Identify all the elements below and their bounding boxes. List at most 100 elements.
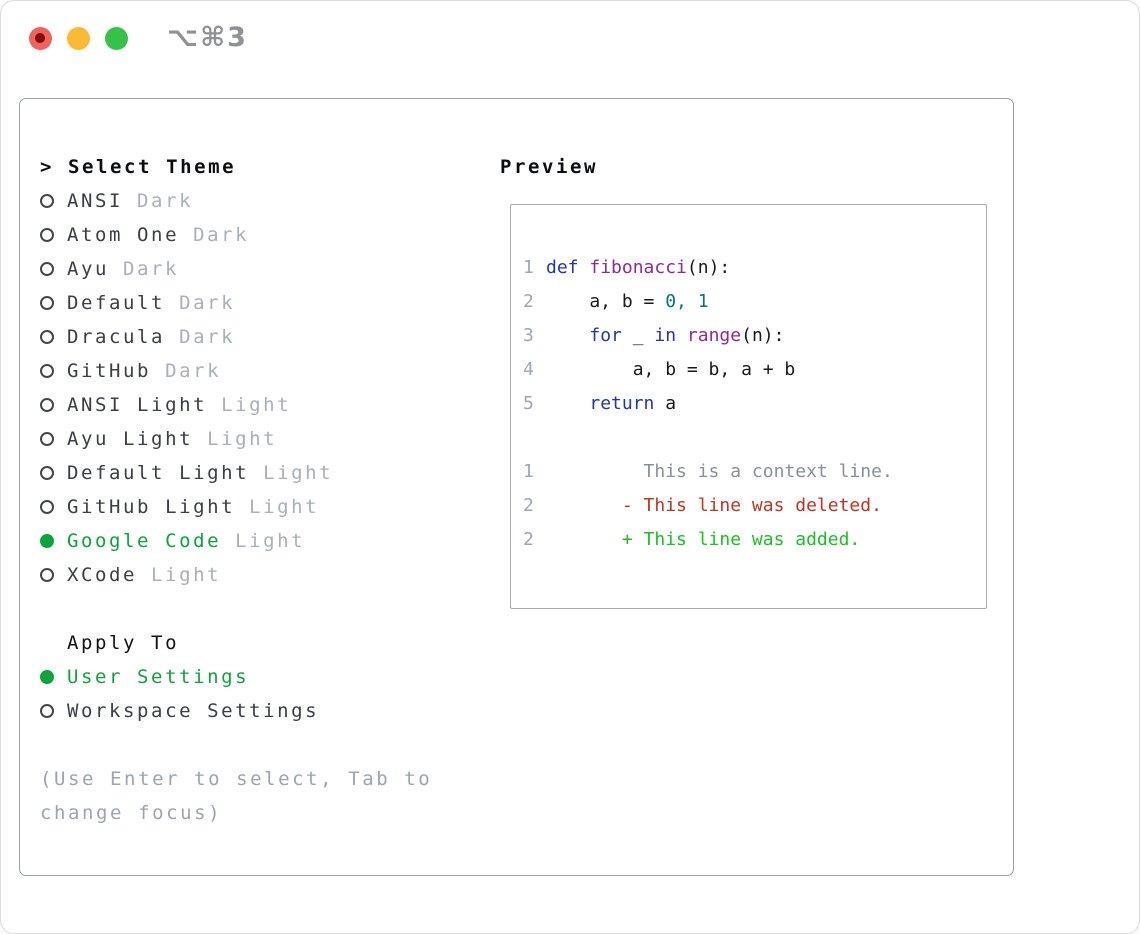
theme-name: Default Light xyxy=(67,462,250,484)
keyboard-shortcut-label: ⌥⌘3 xyxy=(167,22,248,53)
code-line: 5 return a xyxy=(523,387,986,421)
radio-selected-icon xyxy=(40,670,54,684)
radio-icon xyxy=(40,500,54,514)
radio-selected-icon xyxy=(40,534,54,548)
code-token: - This line was deleted. xyxy=(546,495,882,516)
theme-variant: Light xyxy=(207,428,278,450)
close-button[interactable] xyxy=(29,27,52,50)
zoom-button[interactable] xyxy=(105,27,128,50)
spacer xyxy=(40,592,490,626)
select-theme-heading: > Select Theme xyxy=(40,156,237,178)
apply-option-user-settings[interactable]: User Settings xyxy=(40,660,490,694)
code-token xyxy=(676,325,687,346)
radio-icon xyxy=(40,704,54,718)
theme-name: GitHub xyxy=(67,360,152,382)
diff-line: 2 - This line was deleted. xyxy=(523,489,986,523)
code-token: _ xyxy=(621,325,655,346)
hint-text-line1: (Use Enter to select, Tab to xyxy=(40,768,433,790)
code-token: + This line was added. xyxy=(546,529,861,550)
theme-variant: Dark xyxy=(179,326,236,348)
theme-name: Atom One xyxy=(67,224,180,246)
theme-name: Ayu xyxy=(67,258,110,280)
theme-option-google-code[interactable]: Google Code Light xyxy=(40,524,490,558)
code-token xyxy=(546,325,589,346)
spacer xyxy=(40,728,490,762)
theme-variant: Light xyxy=(151,564,222,586)
diff-line: 2 + This line was added. xyxy=(523,523,986,557)
code-token: (n): xyxy=(741,325,785,346)
theme-option-xcode[interactable]: XCode Light xyxy=(40,558,490,592)
radio-icon xyxy=(40,262,54,276)
line-number: 2 xyxy=(523,529,534,550)
line-number: 1 xyxy=(523,257,534,278)
diff-line: 1 This is a context line. xyxy=(523,455,986,489)
theme-option-github[interactable]: GitHub Dark xyxy=(40,354,490,388)
radio-icon xyxy=(40,398,54,412)
theme-option-default[interactable]: Default Dark xyxy=(40,286,490,320)
line-number: 2 xyxy=(523,495,534,516)
line-number: 2 xyxy=(523,291,534,312)
theme-variant: Dark xyxy=(123,258,180,280)
radio-icon xyxy=(40,296,54,310)
code-token: This is a context line. xyxy=(546,461,893,482)
theme-name: Ayu Light xyxy=(67,428,194,450)
code-token: fibonacci xyxy=(589,257,687,278)
theme-variant: Dark xyxy=(179,292,236,314)
code-line: 3 for _ in range(n): xyxy=(523,319,986,353)
theme-option-ansi-light[interactable]: ANSI Light Light xyxy=(40,388,490,422)
diff-preview: 1 This is a context line.2 - This line w… xyxy=(523,455,986,557)
theme-variant: Light xyxy=(221,394,292,416)
code-line: 2 a, b = 0, 1 xyxy=(523,285,986,319)
theme-option-ansi[interactable]: ANSI Dark xyxy=(40,184,490,218)
line-number: 1 xyxy=(523,461,534,482)
radio-icon xyxy=(40,466,54,480)
titlebar: ⌥⌘3 xyxy=(1,1,1139,77)
code-token: return xyxy=(589,393,655,414)
theme-variant: Dark xyxy=(137,190,194,212)
apply-option-workspace-settings[interactable]: Workspace Settings xyxy=(40,694,490,728)
close-dot-icon xyxy=(35,33,45,43)
line-number: 4 xyxy=(523,359,534,380)
hint-text-line2: change focus) xyxy=(40,802,223,824)
theme-name: GitHub Light xyxy=(67,496,236,518)
code-token: (n): xyxy=(686,257,731,278)
code-token: in xyxy=(654,325,677,346)
code-line: 1 def fibonacci(n): xyxy=(523,251,986,285)
theme-variant: Light xyxy=(235,530,306,552)
code-token: 0, 1 xyxy=(665,291,709,312)
theme-name: Default xyxy=(67,292,166,314)
radio-icon xyxy=(40,330,54,344)
apply-option-label: User Settings xyxy=(67,666,250,688)
code-line: 4 a, b = b, a + b xyxy=(523,353,986,387)
theme-name: ANSI Light xyxy=(67,394,208,416)
code-token: def xyxy=(546,257,590,278)
radio-icon xyxy=(40,364,54,378)
theme-name: Google Code xyxy=(67,530,222,552)
preview-heading: Preview xyxy=(500,156,599,178)
code-token: a xyxy=(654,393,677,414)
minimize-button[interactable] xyxy=(67,27,90,50)
theme-variant: Light xyxy=(263,462,334,484)
theme-option-ayu-light[interactable]: Ayu Light Light xyxy=(40,422,490,456)
code-token: range xyxy=(686,325,742,346)
radio-icon xyxy=(40,432,54,446)
theme-option-ayu[interactable]: Ayu Dark xyxy=(40,252,490,286)
theme-variant: Dark xyxy=(165,360,222,382)
theme-name: XCode xyxy=(67,564,138,586)
radio-icon xyxy=(40,228,54,242)
line-number: 5 xyxy=(523,393,534,414)
apply-to-heading: Apply To xyxy=(67,632,180,654)
theme-option-dracula[interactable]: Dracula Dark xyxy=(40,320,490,354)
theme-name: ANSI xyxy=(67,190,124,212)
radio-icon xyxy=(40,194,54,208)
theme-option-default-light[interactable]: Default Light Light xyxy=(40,456,490,490)
code-token xyxy=(546,393,589,414)
theme-name: Dracula xyxy=(67,326,166,348)
